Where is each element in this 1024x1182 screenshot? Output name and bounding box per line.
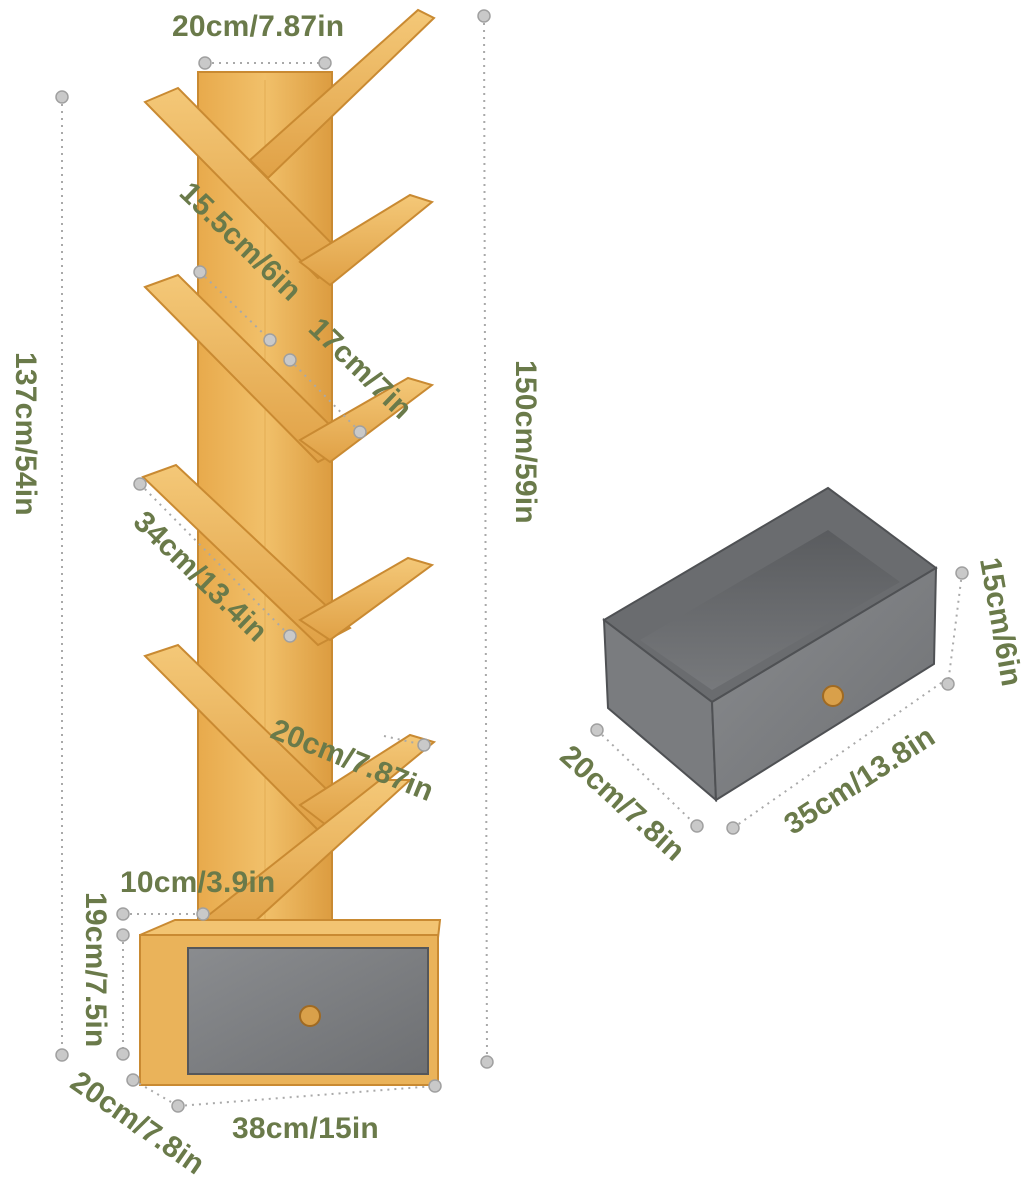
base-height-label: 19cm/7.5in [79,892,112,1048]
dimension-endpoints [55,9,969,1113]
drawer-knob [299,1005,321,1027]
shelf-boards [141,8,437,937]
inner-height-label: 137cm/54in [9,352,42,516]
base-cabinet [139,919,442,1086]
dimension-lines [61,15,963,1107]
top-width-label: 20cm/7.87in [172,10,345,43]
base-width-label: 38cm/15in [232,1112,379,1145]
bookshelf [139,8,442,1086]
total-height-label: 150cm/59in [509,360,542,524]
drawer-knob-2 [822,685,844,707]
base-gap-label: 10cm/3.9in [120,866,276,899]
fabric-drawer [602,486,938,803]
